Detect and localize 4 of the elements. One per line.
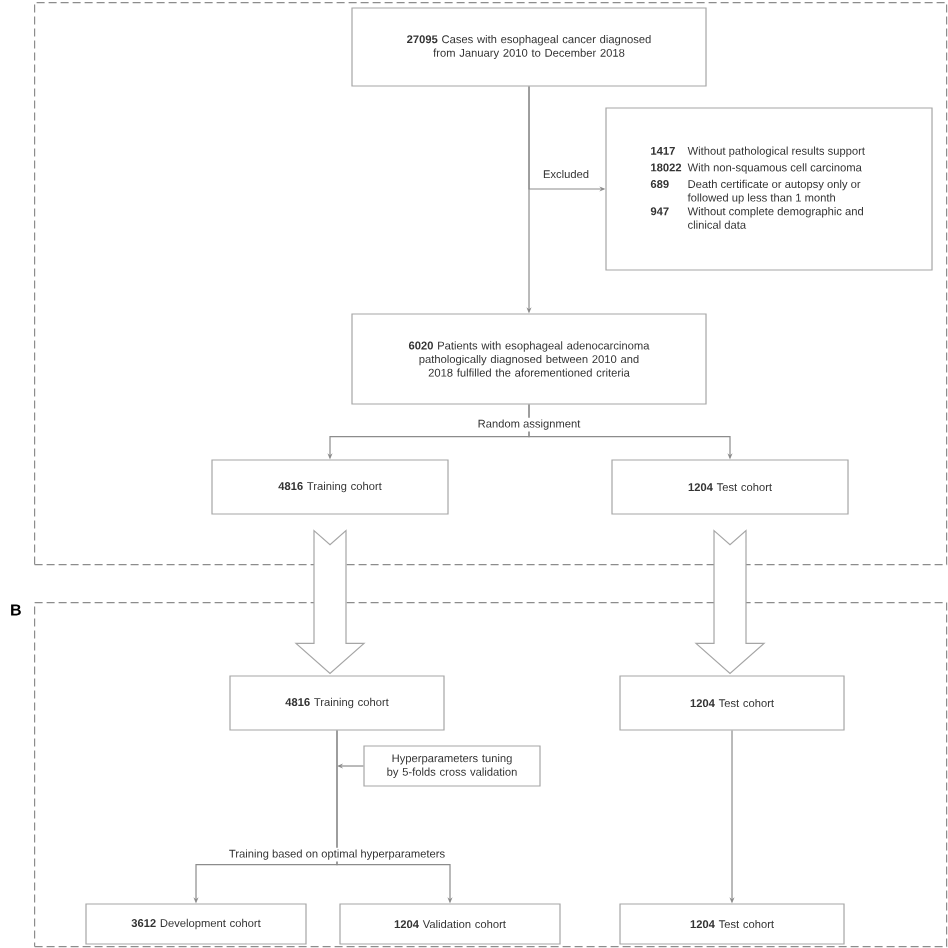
panel-frame <box>34 2 948 566</box>
node-label: B <box>11 604 21 616</box>
block-arrow <box>294 529 366 675</box>
block-arrow <box>694 529 766 675</box>
